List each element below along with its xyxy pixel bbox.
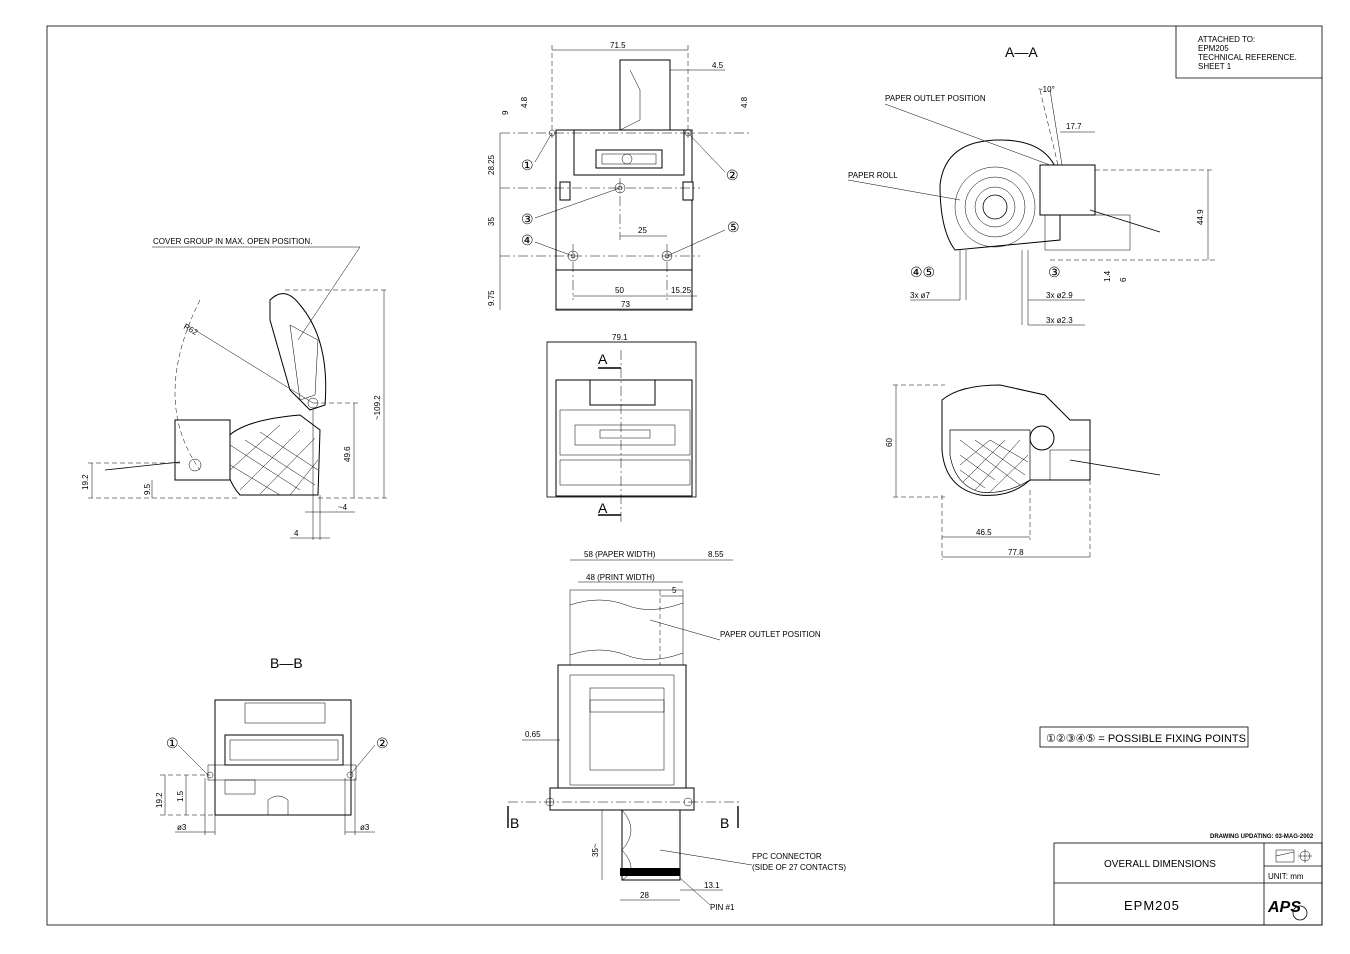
section-b-marker-right: B — [720, 815, 729, 831]
dim-approx-4: ~4 — [338, 503, 348, 512]
projection-symbol-icon — [1275, 849, 1312, 863]
section-bb-view: B—B ① ② 19.2 1.5 ø3 ø3 — [155, 655, 389, 835]
dim-4: 4 — [294, 529, 299, 538]
bottom-view: 58 (PAPER WIDTH) 8.55 48 (PRINT WIDTH) 5… — [507, 550, 846, 912]
dim-35: 35 — [487, 217, 496, 226]
drawing-updating-date: DRAWING UPDATING: 03-MAG-2002 — [1210, 834, 1314, 840]
dim-79-1: 79.1 — [612, 333, 628, 342]
dim-17-7: 17.7 — [1066, 122, 1082, 131]
dim-60: 60 — [885, 438, 894, 447]
attached-note: ATTACHED TO: EPM205 TECHNICAL REFERENCE.… — [1175, 26, 1322, 79]
attached-note-line3: TECHNICAL REFERENCE. — [1198, 53, 1297, 62]
dim-d3-right: ø3 — [360, 823, 370, 832]
dim-44-9: 44.9 — [1196, 209, 1205, 225]
dim-25: 25 — [638, 226, 647, 235]
aa-fixing-point-3-marker: ③ — [1048, 264, 1061, 280]
fixing-points-4-5-marker: ④⑤ — [910, 264, 935, 280]
section-a-marker-top: A — [598, 351, 608, 367]
dim-4-5: 4.5 — [712, 61, 724, 70]
dim-9-5: 9.5 — [143, 483, 152, 495]
aps-logo: APS — [1267, 899, 1301, 916]
dim-13-1: 13.1 — [704, 881, 720, 890]
label-fpc-connector: FPC CONNECTOR — [752, 852, 822, 861]
dim-4-8-left: 4.8 — [520, 96, 529, 108]
section-bb-title: B—B — [270, 655, 303, 671]
dim-8-55: 8.55 — [708, 550, 724, 559]
dim-28: 28 — [640, 891, 649, 900]
dim-3x-d2-9: 3x ø2.9 — [1046, 291, 1073, 300]
dim-77-8: 77.8 — [1008, 548, 1024, 557]
aps-logo-ring-icon — [1292, 905, 1308, 921]
dim-35-approx: 35~ — [591, 843, 600, 857]
dim-d3-left: ø3 — [177, 823, 187, 832]
label-pin-1: PIN #1 — [710, 903, 735, 912]
bb-fixing-point-1-marker: ① — [166, 735, 179, 751]
dim-10-deg: ~10° — [1038, 85, 1055, 94]
section-aa-view: A—A ~10° PAPER OUTLET POSITION PAPER ROL… — [847, 44, 1215, 326]
cover-open-view: R62 COVER GROUP IN MAX. OPEN POSITION. ~… — [81, 237, 388, 540]
bb-fixing-point-2-marker: ② — [376, 735, 389, 751]
dim-46-5: 46.5 — [976, 528, 992, 537]
attached-note-line4: SHEET 1 — [1198, 62, 1232, 71]
fixing-points-legend-text: ①②③④⑤ = POSSIBLE FIXING POINTS — [1046, 733, 1246, 745]
middle-view: 79.1 A A — [546, 333, 697, 525]
dim-28-25: 28.25 — [487, 154, 496, 175]
label-paper-outlet-bottom: PAPER OUTLET POSITION — [720, 630, 821, 639]
label-cover-group: COVER GROUP IN MAX. OPEN POSITION. — [153, 237, 312, 246]
title-part-number: EPM205 — [1124, 898, 1180, 913]
drawing-frame — [46, 25, 1323, 926]
dim-73: 73 — [621, 300, 630, 309]
dim-19-2-bb: 19.2 — [155, 792, 164, 808]
dim-109-2: ~109.2 — [373, 395, 382, 420]
dim-3x-d7: 3x ø7 — [910, 291, 931, 300]
attached-note-line2: EPM205 — [1198, 44, 1229, 53]
dim-0-65: 0.65 — [525, 730, 541, 739]
label-paper-outlet-top: PAPER OUTLET POSITION — [885, 94, 986, 103]
label-paper-roll: PAPER ROLL — [848, 171, 898, 180]
dim-4-8-right: 4.8 — [740, 96, 749, 108]
fixing-point-4-marker: ④ — [521, 232, 534, 248]
section-a-marker-bottom: A — [598, 500, 608, 516]
dim-3x-d2-3: 3x ø2.3 — [1046, 316, 1073, 325]
dim-15-25: 15.25 — [671, 286, 692, 295]
section-b-marker-left: B — [510, 815, 519, 831]
dim-1-5: 1.5 — [176, 790, 185, 802]
dim-r62: R62 — [182, 322, 200, 337]
attached-note-line1: ATTACHED TO: — [1198, 35, 1255, 44]
title-overall-dimensions: OVERALL DIMENSIONS — [1104, 859, 1216, 870]
dim-9-75: 9.75 — [487, 290, 496, 306]
fixing-point-5-marker: ⑤ — [727, 219, 740, 235]
dim-19-2-cover: 19.2 — [81, 474, 90, 490]
fixing-point-1-marker: ① — [521, 157, 534, 173]
side-view-right: 60 46.5 77.8 — [885, 384, 1161, 560]
dim-9: 9 — [501, 110, 510, 115]
dim-71-5: 71.5 — [610, 41, 626, 50]
label-print-width: 48 (PRINT WIDTH) — [586, 573, 655, 582]
label-fpc-contacts: (SIDE OF 27 CONTACTS) — [752, 863, 846, 872]
title-block: OVERALL DIMENSIONS EPM205 UNIT: mm APS — [1053, 842, 1323, 926]
top-view: 71.5 4.5 9 4.8 4.8 28.25 35 25 9.75 50 1… — [487, 41, 752, 311]
label-paper-width: 58 (PAPER WIDTH) — [584, 550, 656, 559]
title-unit: UNIT: mm — [1268, 872, 1304, 881]
dim-1-4: 1.4 — [1103, 270, 1112, 282]
dim-49-6: 49.6 — [343, 446, 352, 462]
dim-6: 6 — [1119, 277, 1128, 282]
dim-5: 5 — [672, 586, 677, 595]
fixing-points-legend: ①②③④⑤ = POSSIBLE FIXING POINTS — [1039, 726, 1249, 748]
fixing-point-3-marker: ③ — [521, 211, 534, 227]
fixing-point-2-marker: ② — [726, 167, 739, 183]
dim-50: 50 — [615, 286, 624, 295]
section-aa-title: A—A — [1005, 44, 1038, 60]
